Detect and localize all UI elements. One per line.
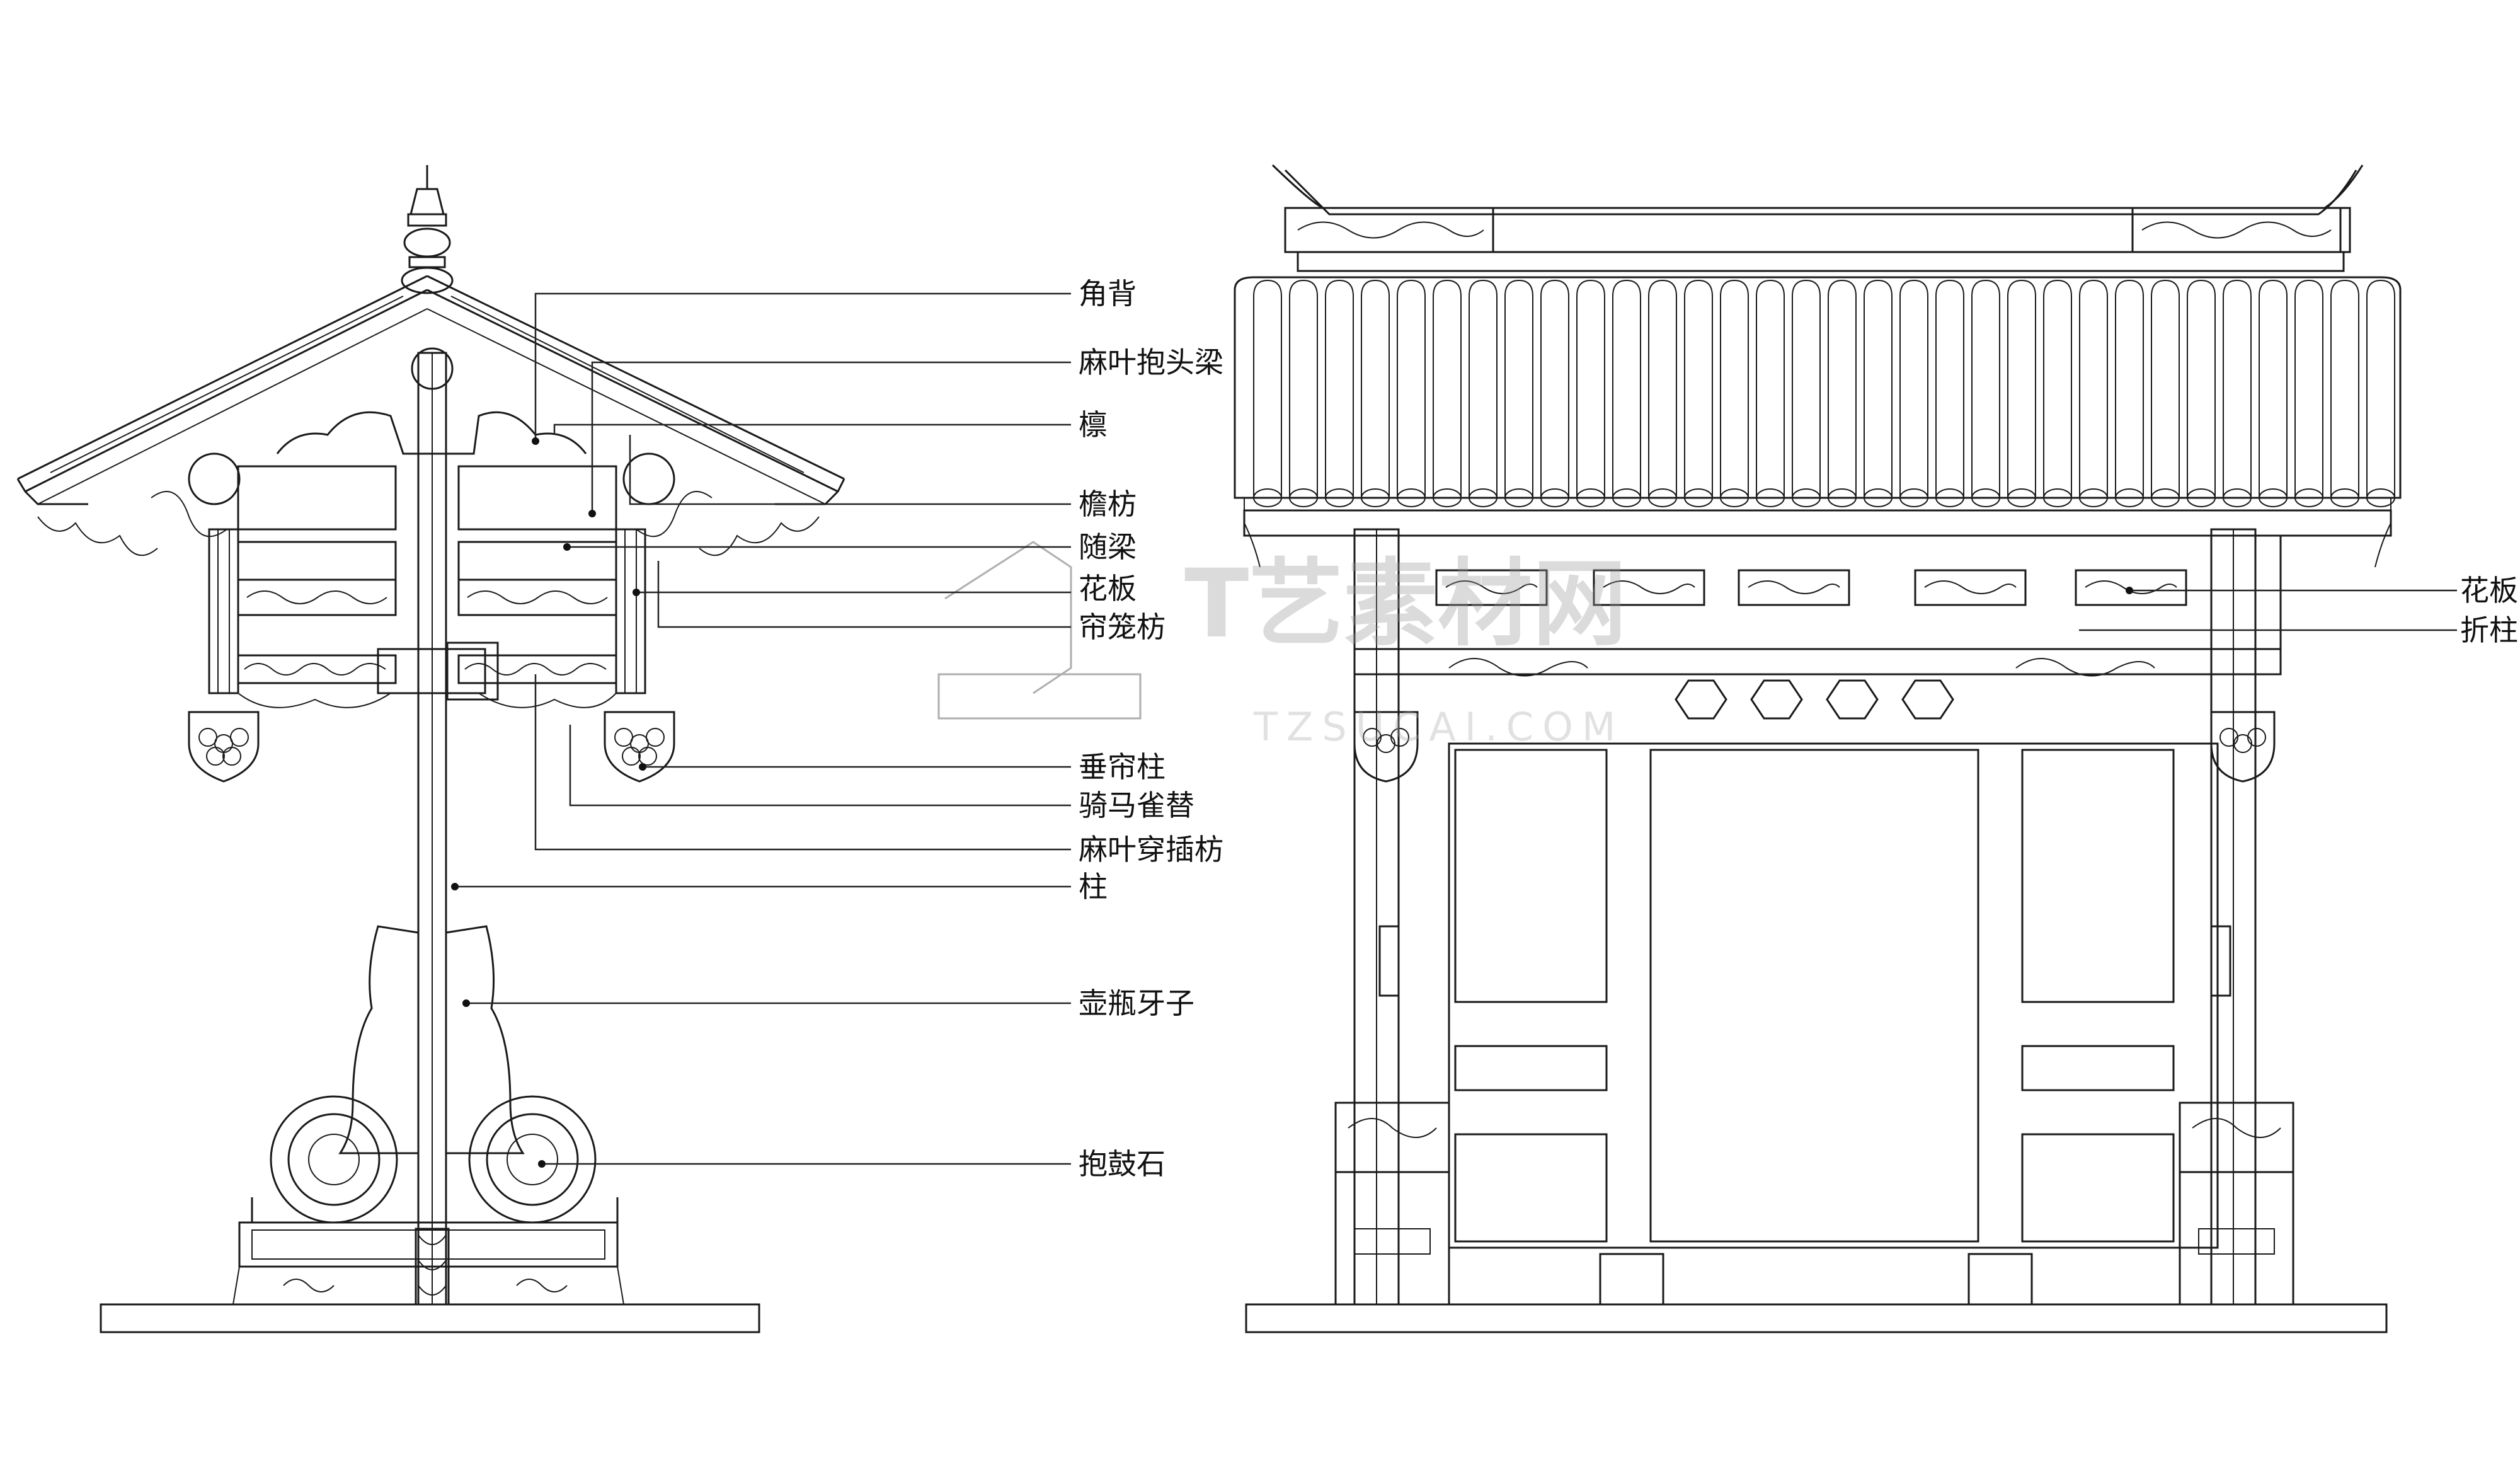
label-qimaqueti: 骑马雀替 — [1079, 788, 1194, 822]
front-hexagons — [1675, 679, 1954, 720]
label-huaban: 花板 — [1079, 572, 1137, 606]
label-huaban-front: 花板 — [2460, 573, 2518, 607]
roof-tile — [2079, 279, 2108, 498]
label-zhezhu: 折柱 — [2460, 613, 2518, 647]
gable-roof — [16, 275, 845, 556]
roof-tile — [1504, 279, 1533, 498]
roof-tile — [1612, 279, 1641, 498]
roof-tile — [1864, 279, 1893, 498]
roof-finial — [401, 165, 454, 294]
baogushi — [232, 1095, 624, 1305]
roof-tile — [2259, 279, 2288, 498]
hupingyazi-left — [338, 925, 419, 1154]
roof-tile — [1540, 279, 1569, 498]
side-labels: 角背 麻叶抱头梁 檩 檐枋 随梁 花板 帘笼枋 垂帘柱 骑马雀替 麻叶穿插枋 柱… — [1079, 277, 1223, 1181]
roof-tile — [2330, 279, 2359, 498]
front-leader-lines — [2079, 587, 2457, 631]
hupingyazi-right — [445, 925, 525, 1154]
watermark-url: TZSUCAI.COM — [1253, 704, 1624, 750]
side-column — [411, 347, 454, 1306]
roof-tile — [1433, 279, 1462, 498]
front-eave-fascia — [1243, 498, 2392, 568]
roof-tile — [1792, 279, 1821, 498]
roof-tile — [2007, 279, 2036, 498]
roof-tile — [1469, 279, 1498, 498]
beam-head-left — [188, 452, 241, 505]
roof-tile — [1253, 279, 1282, 498]
beam-head-right — [622, 452, 675, 505]
watermark: T艺素材网 TZSUCAI.COM — [937, 541, 1627, 750]
roof-tile — [1720, 279, 1749, 498]
roof-tile — [1899, 279, 1928, 498]
roof-tile — [2043, 279, 2072, 498]
roof-tile — [1684, 279, 1713, 498]
front-elevation: 花板 折柱 — [1234, 164, 2518, 1333]
roof-tile — [1756, 279, 1785, 498]
front-ridge — [1271, 164, 2364, 272]
front-base-slab — [1245, 1303, 2388, 1333]
roof-tile — [2115, 279, 2144, 498]
roof-tile — [1648, 279, 1677, 498]
roof-tile — [2151, 279, 2180, 498]
label-lianlongfang: 帘笼枋 — [1079, 610, 1166, 644]
roof-tile — [1397, 279, 1426, 498]
roof-tile — [2366, 279, 2395, 498]
label-yanfang: 檐枋 — [1079, 487, 1137, 521]
roof-tile — [1361, 279, 1390, 498]
front-roof-tiles — [1234, 276, 2402, 512]
roof-tile — [1971, 279, 2000, 498]
label-chuilianzhu: 垂帘柱 — [1079, 750, 1166, 784]
label-jiaobei: 角背 — [1079, 277, 1137, 311]
front-pendants — [1353, 711, 2276, 783]
roof-tile — [1289, 279, 1318, 498]
roof-tile — [1935, 279, 1964, 498]
label-hupingyazi: 壶瓶牙子 — [1079, 986, 1194, 1020]
label-suiliang: 随梁 — [1079, 530, 1137, 564]
front-pedestals — [1334, 1102, 2294, 1306]
beam-blocks — [237, 465, 617, 708]
label-zhu: 柱 — [1079, 870, 1108, 904]
roof-tile — [2187, 279, 2216, 498]
watermark-logo-base — [937, 673, 1142, 720]
roof-tile — [1325, 279, 1354, 498]
front-doors — [1448, 742, 2219, 1306]
roof-tile — [2223, 279, 2252, 498]
watermark-brand: T艺素材网 — [1184, 549, 1627, 659]
hanging-posts — [188, 528, 675, 783]
label-lin: 檩 — [1079, 408, 1108, 442]
label-baogushi: 抱鼓石 — [1079, 1147, 1166, 1181]
side-leader-lines — [451, 292, 1071, 1168]
roof-tile — [1576, 279, 1605, 498]
watermark-logo-mark — [944, 541, 1072, 694]
front-labels: 花板 折柱 — [2460, 573, 2518, 647]
side-elevation: 角背 麻叶抱头梁 檩 檐枋 随梁 花板 帘笼枋 垂帘柱 骑马雀替 麻叶穿插枋 柱… — [16, 165, 1223, 1333]
label-maye-baotoulian: 麻叶抱头梁 — [1079, 345, 1223, 379]
jiaobei-carving — [276, 411, 587, 455]
side-base-slab — [100, 1303, 760, 1333]
roof-tile — [2294, 279, 2323, 498]
roof-tile — [1828, 279, 1857, 498]
label-maye-chuanchafang: 麻叶穿插枋 — [1079, 832, 1223, 866]
